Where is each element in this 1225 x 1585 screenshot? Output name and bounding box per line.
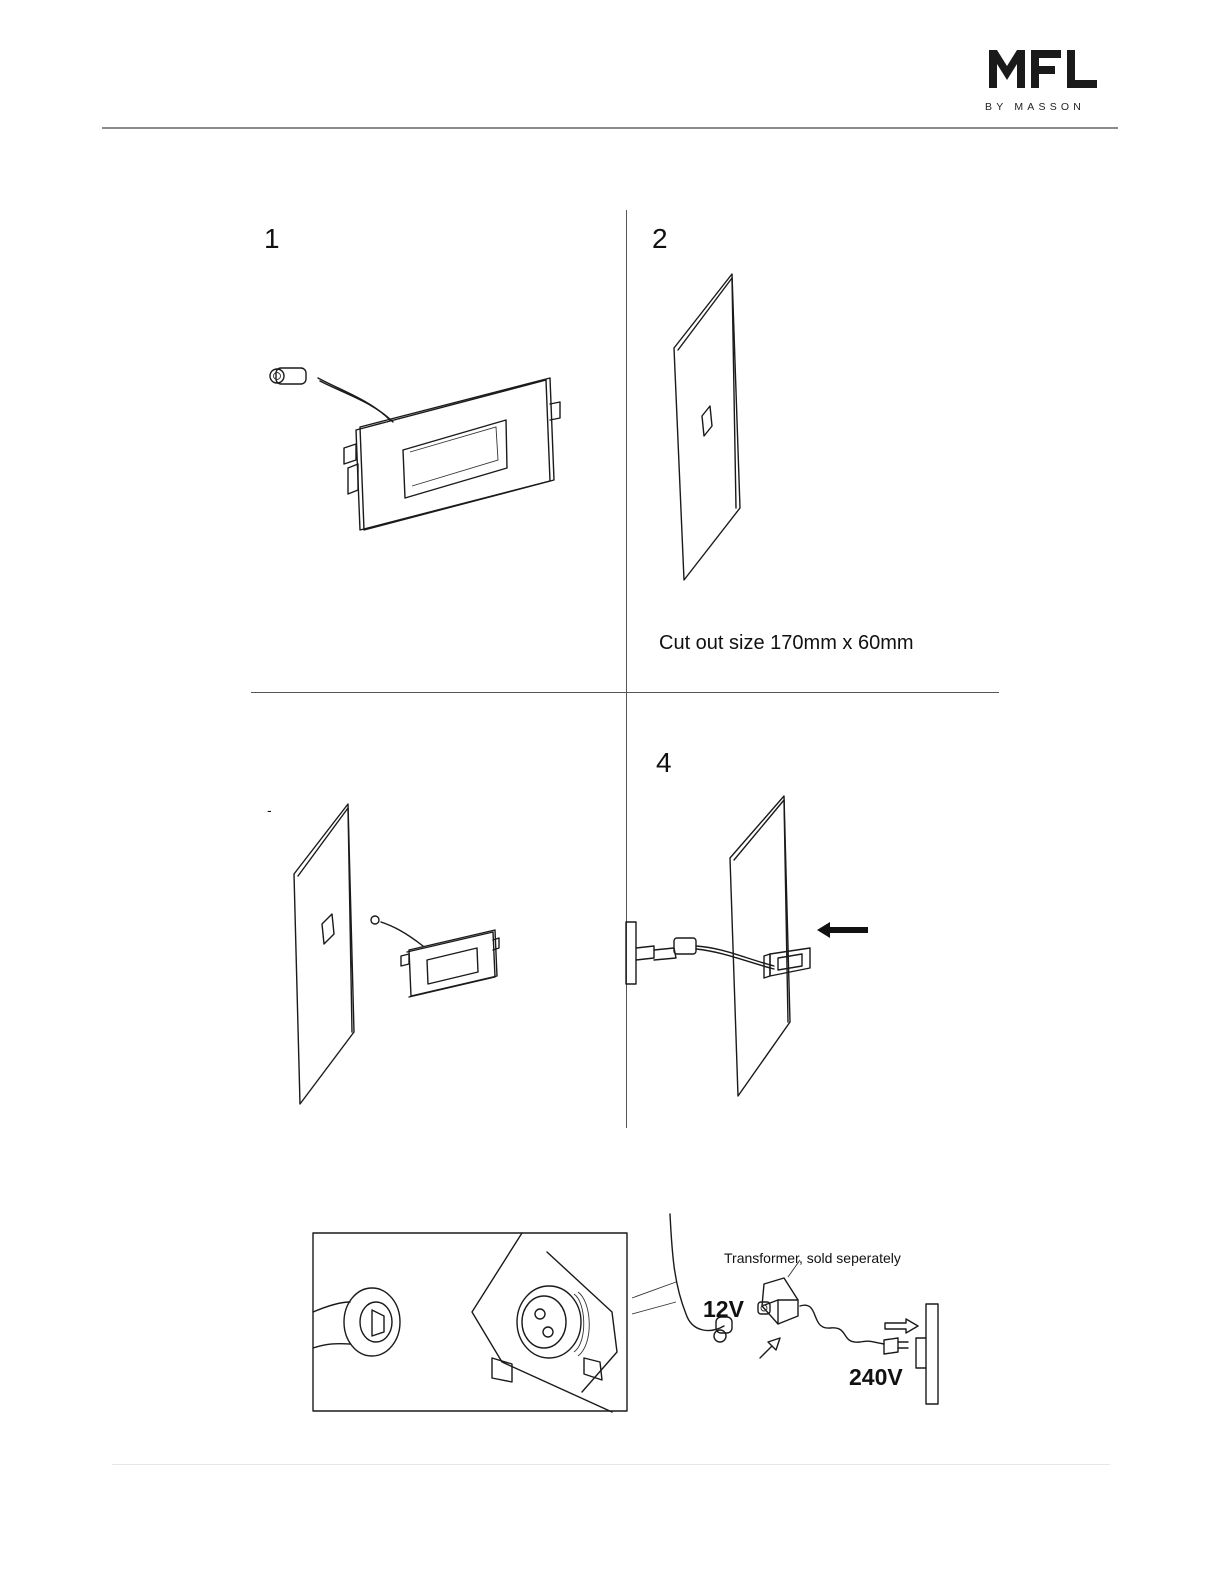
low-voltage-label: 12V — [703, 1296, 744, 1323]
led-step-light-icon — [260, 360, 580, 540]
led-step-light-icon — [365, 910, 505, 1000]
transformer-label: Transformer, sold seperately — [724, 1250, 901, 1266]
footer-divider — [112, 1464, 1110, 1465]
grid-horizontal-divider — [251, 692, 999, 693]
socket-icon — [914, 1302, 944, 1406]
connector-detail-icon — [312, 1232, 632, 1412]
cutout-size-caption: Cut out size 170mm x 60mm — [659, 632, 914, 655]
step-2-number: 2 — [652, 224, 668, 254]
led-step-light-icon — [762, 944, 822, 984]
step-4-number: 4 — [656, 748, 672, 778]
brand-subtitle: BY MASSON — [985, 101, 1105, 113]
step-3-mark: - — [267, 802, 272, 818]
step-1-number: 1 — [264, 224, 280, 254]
grid-vertical-divider — [626, 210, 627, 1128]
header-divider — [102, 127, 1118, 129]
arrow-up-right-icon — [758, 1336, 782, 1360]
wall-panel-icon — [660, 268, 760, 588]
arrow-left-icon — [816, 921, 870, 939]
mains-voltage-label: 240V — [849, 1364, 903, 1391]
socket-icon — [624, 918, 784, 988]
wall-panel-icon — [290, 800, 370, 1110]
